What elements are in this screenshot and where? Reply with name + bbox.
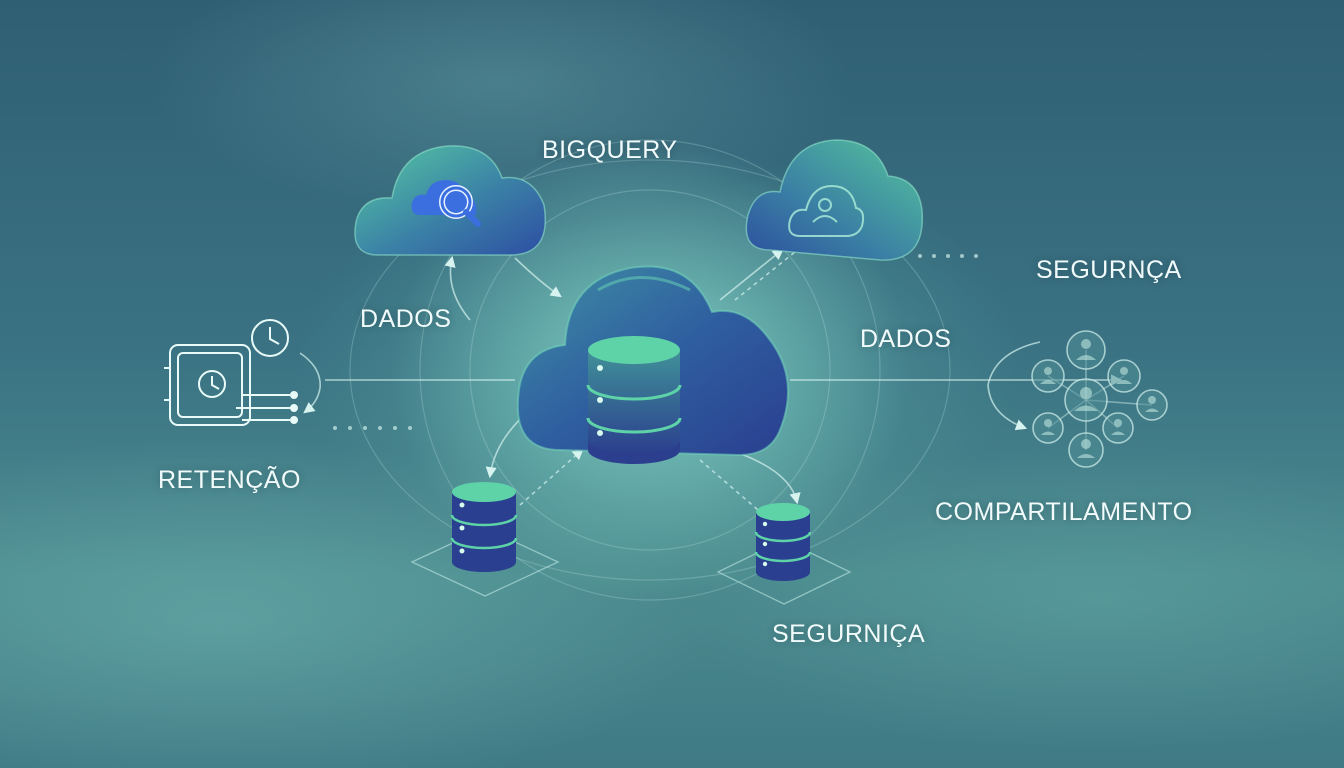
bigquery-cloud (354, 145, 546, 256)
central-database-icon (586, 336, 682, 464)
dotted-trails (333, 254, 978, 430)
storage-database-right (716, 503, 852, 605)
clock-icon (251, 319, 289, 357)
label-seguranca-bottom: SEGURNIÇA (772, 620, 926, 648)
retention-vault-icon (164, 344, 298, 426)
label-compartilhamento: COMPARTILAMENTO (935, 498, 1193, 526)
orbit-rings (349, 139, 951, 601)
label-dados-right: DADOS (860, 325, 952, 353)
bigquery-icon (411, 180, 481, 227)
label-bigquery: BIGQUERY (542, 136, 678, 164)
storage-database-left (410, 482, 560, 597)
people-network-icon (1031, 330, 1168, 468)
user-cloud-icon (788, 184, 865, 237)
security-cloud (745, 139, 924, 261)
label-seguranca-top: SEGURNÇA (1036, 256, 1182, 284)
label-dados-left: DADOS (360, 305, 452, 333)
label-retencao: RETENÇÃO (158, 466, 301, 494)
